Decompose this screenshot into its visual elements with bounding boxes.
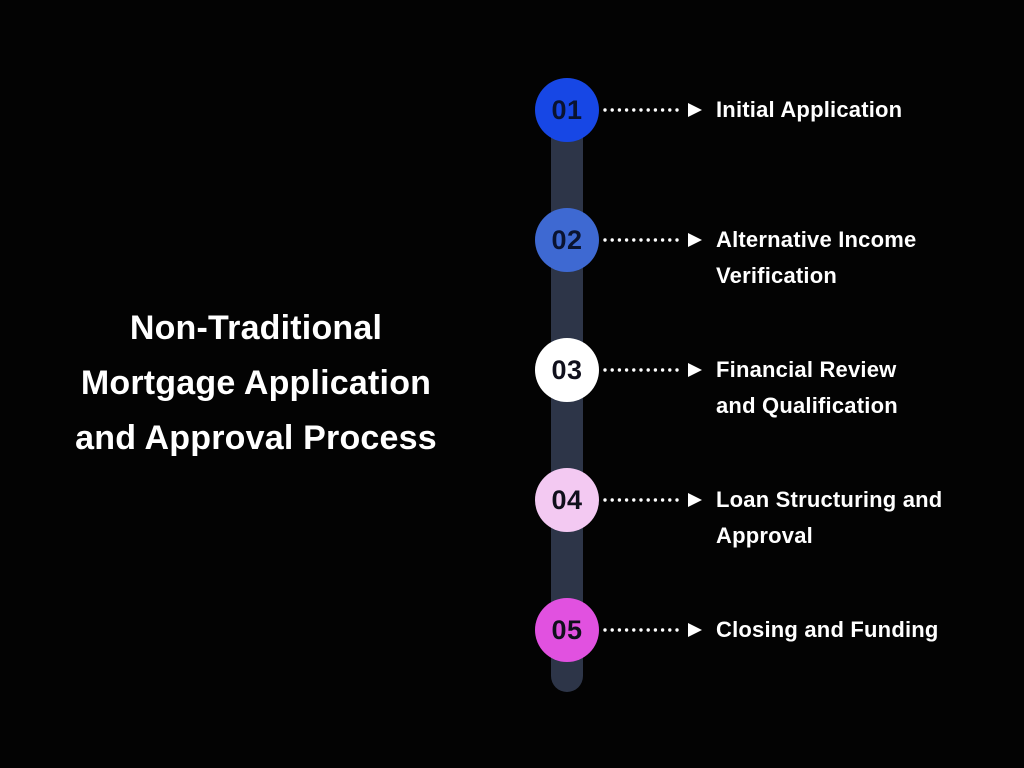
step-number: 04 (551, 484, 583, 515)
step-label-line: Initial Application (716, 97, 903, 122)
step-label-line: and Qualification (716, 393, 898, 418)
dotted-arrow-icon (603, 363, 702, 377)
step-label-line: Financial Review (716, 357, 897, 382)
step-label: Alternative Income Verification (716, 222, 916, 294)
dotted-arrow-icon (603, 103, 702, 117)
step-number-badge: 01 (535, 78, 599, 142)
step-number: 05 (551, 614, 583, 645)
step-number: 02 (551, 224, 583, 255)
step-label: Loan Structuring and Approval (716, 482, 942, 554)
title-line: Non-Traditional (129, 309, 383, 347)
title-line: and Approval Process (75, 419, 437, 457)
page-title: Non-Traditional Mortgage Application and… (0, 301, 512, 466)
step-label-line: Closing and Funding (716, 617, 939, 642)
step-label: Financial Review and Qualification (716, 352, 898, 424)
step-label: Initial Application (716, 92, 902, 128)
step-number-badge: 05 (535, 598, 599, 662)
step-label: Closing and Funding (716, 612, 939, 648)
step-number: 01 (551, 94, 583, 125)
step-label-line: Alternative Income (716, 227, 917, 252)
step-number-badge: 04 (535, 468, 599, 532)
step-label-line: Approval (716, 523, 813, 548)
step-label-line: Loan Structuring and (716, 487, 943, 512)
dotted-arrow-icon (603, 623, 702, 637)
step-number-badge: 02 (535, 208, 599, 272)
dotted-arrow-icon (603, 233, 702, 247)
step-number-badge: 03 (535, 338, 599, 402)
step-label-line: Verification (716, 263, 837, 288)
step-number: 03 (551, 354, 583, 385)
dotted-arrow-icon (603, 493, 702, 507)
title-line: Mortgage Application (80, 364, 432, 402)
